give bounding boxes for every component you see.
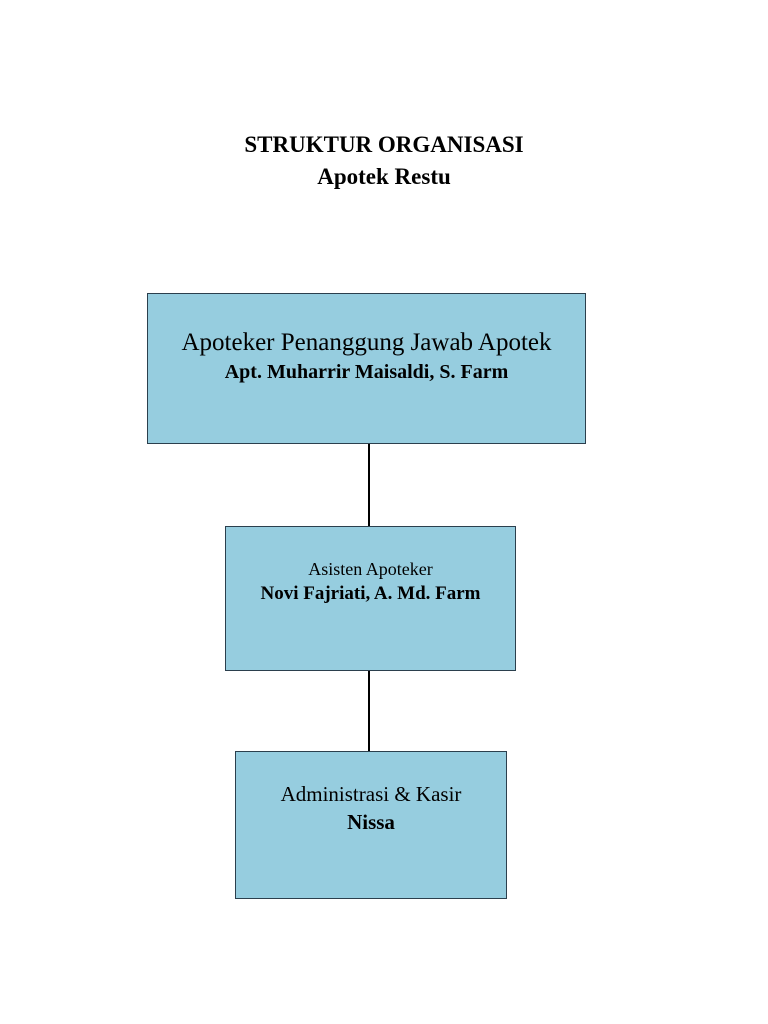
org-box-person: Novi Fajriati, A. Md. Farm [260, 583, 481, 604]
org-box-person: Nissa [347, 810, 395, 834]
org-box-role: Asisten Apoteker [308, 559, 433, 579]
page-title: STRUKTUR ORGANISASI [244, 132, 524, 157]
connector-line [368, 444, 370, 526]
org-box-role: Apoteker Penanggung Jawab Apotek [181, 329, 552, 356]
page-subtitle: Apotek Restu [317, 164, 451, 189]
org-box-person: Apt. Muharrir Maisaldi, S. Farm [224, 361, 509, 383]
org-box-assistant-pharmacist: Asisten Apoteker Novi Fajriati, A. Md. F… [225, 526, 516, 671]
org-box-role: Administrasi & Kasir [280, 782, 462, 806]
org-box-pharmacist-in-charge: Apoteker Penanggung Jawab Apotek Apt. Mu… [147, 293, 586, 444]
connector-line [368, 671, 370, 751]
org-box-administration-cashier: Administrasi & Kasir Nissa [235, 751, 507, 899]
